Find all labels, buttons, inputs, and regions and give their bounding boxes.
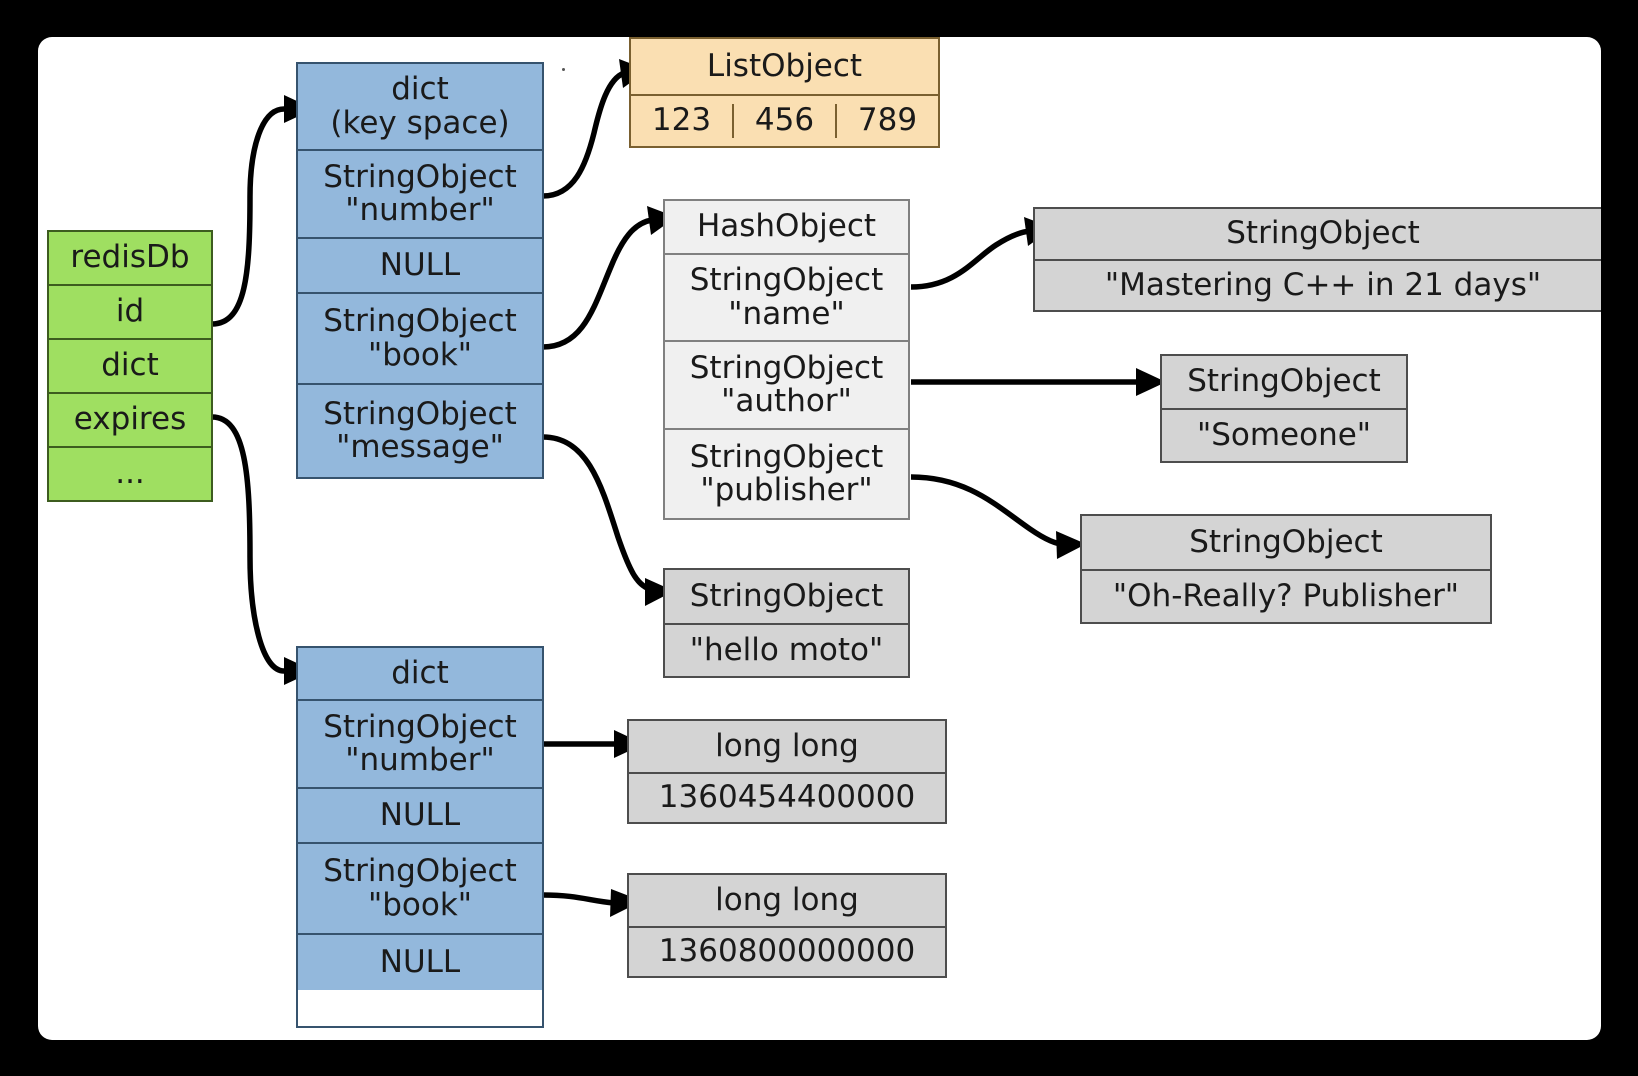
- expires-dict-struct: dict StringObject "number" NULL StringOb…: [296, 646, 544, 1028]
- keyspace-entry-0-key: "number": [345, 192, 495, 228]
- hash-entry-1-key: "author": [721, 383, 852, 420]
- string-object-book-author-value: "Someone": [1162, 410, 1406, 461]
- long-long-book-expire-header: long long: [629, 875, 945, 928]
- keyspace-dict-struct: dict (key space) StringObject "number" N…: [296, 62, 544, 479]
- keyspace-entry-2-key: "book": [367, 336, 473, 373]
- arrow-message-to-hellomoto: [542, 434, 655, 593]
- arrow-publisher-to-ohreally: [910, 474, 1067, 548]
- keyspace-entry-3-key: "message": [336, 429, 504, 465]
- hash-entry-2-type: StringObject: [689, 438, 884, 475]
- keyspace-entry-0: StringObject "number": [298, 151, 542, 239]
- hash-entry-0: StringObject "name": [665, 255, 908, 343]
- expires-entry-3: NULL: [298, 935, 542, 990]
- keyspace-dict-header: dict (key space): [298, 64, 542, 151]
- redisdb-field-2: dict: [49, 340, 211, 394]
- arrow-redisdb-dict-to-keyspace: [211, 106, 285, 327]
- diagram-canvas: redisDb id dict expires ... dict (key sp…: [38, 37, 1601, 1040]
- hash-entry-1-type: StringObject: [689, 349, 884, 386]
- string-object-book-author: StringObject "Someone": [1160, 354, 1408, 463]
- arrow-number-to-listobject: [542, 70, 626, 199]
- arrow-expbook-to-longlong2: [542, 892, 615, 906]
- long-long-number-expire-value: 1360454400000: [629, 774, 945, 822]
- keyspace-entry-3: StringObject "message": [298, 385, 542, 477]
- keyspace-entry-0-type: StringObject: [323, 158, 517, 195]
- redisdb-field-4: ...: [49, 448, 211, 500]
- expires-entry-2: StringObject "book": [298, 844, 542, 935]
- hash-entry-2: StringObject "publisher": [665, 430, 908, 518]
- long-long-number-expire: long long 1360454400000: [627, 719, 947, 824]
- long-long-number-expire-header: long long: [629, 721, 945, 774]
- list-object-value-0: 123: [631, 103, 734, 138]
- redisdb-field-1: id: [49, 286, 211, 340]
- keyspace-entry-1: NULL: [298, 239, 542, 294]
- string-object-message-value: "hello moto": [665, 625, 908, 676]
- hash-entry-0-type: StringObject: [689, 262, 884, 299]
- diagram-stage: redisDb id dict expires ... dict (key sp…: [38, 37, 1601, 1040]
- arrow-name-to-mastering: [910, 228, 1031, 290]
- list-object-values: 123 456 789: [631, 96, 938, 146]
- hash-entry-2-key: "publisher": [700, 472, 873, 509]
- stray-dot: [562, 68, 565, 71]
- string-object-book-name: StringObject "Mastering C++ in 21 days": [1033, 207, 1601, 312]
- list-object-value-2: 789: [837, 103, 938, 138]
- expires-entry-0: StringObject "number": [298, 701, 542, 789]
- expires-dict-header: dict: [298, 648, 542, 701]
- string-object-message-header: StringObject: [665, 570, 908, 625]
- redisdb-struct: redisDb id dict expires ...: [47, 230, 213, 502]
- redisdb-field-0: redisDb: [49, 232, 211, 286]
- keyspace-dict-header-line1: dict: [391, 71, 449, 108]
- string-object-book-name-header: StringObject: [1035, 209, 1601, 261]
- arrow-book-to-hashobject: [542, 217, 653, 350]
- list-object-header: ListObject: [631, 39, 938, 96]
- string-object-book-publisher: StringObject "Oh-Really? Publisher": [1080, 514, 1492, 624]
- expires-entry-0-key: "number": [345, 742, 495, 778]
- hash-object-struct: HashObject StringObject "name" StringObj…: [663, 199, 910, 520]
- list-object-value-1: 456: [734, 103, 837, 138]
- string-object-book-publisher-header: StringObject: [1082, 516, 1490, 571]
- keyspace-dict-header-line2: (key space): [330, 104, 510, 141]
- redisdb-field-3: expires: [49, 394, 211, 448]
- hash-object-header: HashObject: [665, 201, 908, 256]
- string-object-book-publisher-value: "Oh-Really? Publisher": [1082, 571, 1490, 622]
- long-long-book-expire-value: 1360800000000: [629, 928, 945, 976]
- string-object-message: StringObject "hello moto": [663, 568, 910, 678]
- keyspace-entry-2: StringObject "book": [298, 294, 542, 385]
- expires-entry-2-type: StringObject: [323, 853, 517, 890]
- keyspace-entry-3-type: StringObject: [323, 395, 517, 432]
- string-object-book-author-header: StringObject: [1162, 356, 1406, 410]
- expires-entry-0-type: StringObject: [323, 708, 517, 745]
- long-long-book-expire: long long 1360800000000: [627, 873, 947, 978]
- arrow-redisdb-expires-to-expiresdict: [211, 414, 285, 674]
- list-object-struct: ListObject 123 456 789: [629, 37, 940, 148]
- string-object-book-name-value: "Mastering C++ in 21 days": [1035, 261, 1601, 310]
- hash-entry-0-key: "name": [728, 295, 845, 332]
- hash-entry-1: StringObject "author": [665, 342, 908, 431]
- expires-entry-1: NULL: [298, 789, 542, 844]
- expires-entry-2-key: "book": [367, 886, 473, 923]
- keyspace-entry-2-type: StringObject: [323, 303, 517, 340]
